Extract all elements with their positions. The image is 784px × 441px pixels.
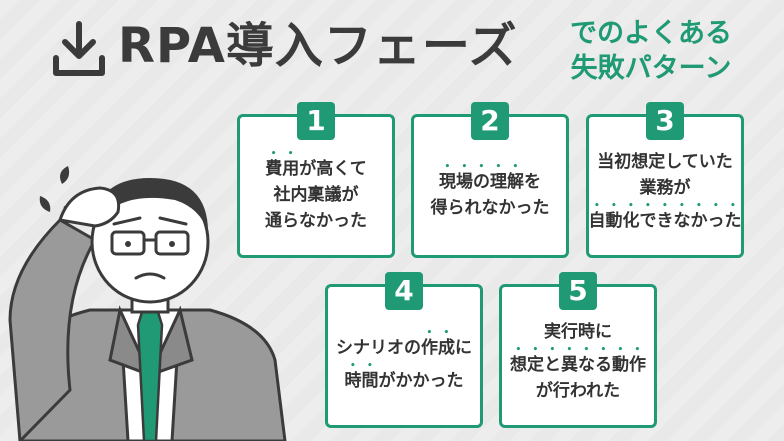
text-fragment: がかかった (378, 371, 464, 391)
failure-card-3: 3 当初想定していた 業務が 自動化できなかった (586, 102, 744, 258)
text-line: 通らなかった (265, 210, 367, 231)
worried-businessman-illustration (8, 166, 287, 441)
emphasis-text: 作成 (421, 338, 455, 358)
card-text: 現場の理解を 得られなかった (431, 162, 550, 221)
page-title: RPA導入フェーズ (118, 18, 518, 74)
card-text: 当初想定していた 業務が 自動化できなかった (589, 149, 742, 234)
failure-card-1: 1 費用が高くて 社内稟議が 通らなかった (237, 102, 395, 258)
page-subtitle: でのよくある 失敗パターン (556, 16, 746, 86)
text-line: 業務が (639, 177, 691, 198)
download-icon (53, 21, 105, 76)
text-line: 実行時に (544, 321, 612, 342)
subtitle-line-1: でのよくある (570, 18, 732, 49)
emphasis-text: 時間 (344, 371, 379, 391)
card-text: シナリオの作成に 時間がかかった (336, 328, 472, 394)
failure-card-2: 2 現場の理解を 得られなかった (411, 102, 569, 258)
text-fragment: を (524, 171, 541, 192)
text-fragment: シナリオの (336, 338, 421, 358)
emphasis-text: 現場の理解 (439, 171, 524, 192)
failure-card-5: 5 実行時に 想定と異なる動作 が行われた (499, 272, 657, 428)
text-line: が行われた (535, 380, 621, 401)
subtitle-line-2: 失敗パターン (570, 53, 732, 84)
card-number-badge: 1 (297, 102, 335, 140)
text-line: 社内稟議が (273, 184, 359, 205)
card-number-badge: 4 (385, 272, 423, 310)
text-line: 当初想定していた (597, 151, 733, 172)
text-fragment: に (455, 338, 472, 358)
failure-card-4: 4 シナリオの作成に 時間がかかった (325, 272, 483, 428)
text-fragment: が高くて (299, 158, 367, 179)
emphasis-text: 自動化できなかった (588, 210, 742, 231)
card-number-badge: 2 (471, 102, 509, 140)
card-number-badge: 5 (559, 272, 597, 310)
card-text: 実行時に 想定と異なる動作 が行われた (510, 319, 646, 404)
text-line: 得られなかった (430, 197, 550, 218)
emphasis-text: 費用 (265, 158, 300, 179)
card-text: 費用が高くて 社内稟議が 通らなかった (265, 149, 367, 234)
card-number-badge: 3 (646, 102, 684, 140)
emphasis-text: 想定と異なる動作 (510, 354, 646, 375)
